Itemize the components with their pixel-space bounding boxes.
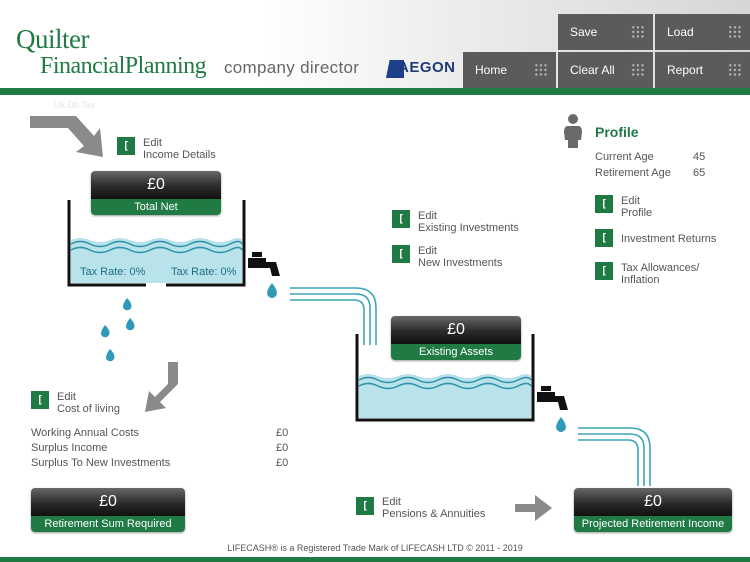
tap-icon xyxy=(537,386,568,410)
tap-icon xyxy=(248,252,280,276)
edit-income-button[interactable]: [ ] xyxy=(117,137,135,170)
home-button[interactable]: Home xyxy=(463,52,556,88)
edit-cost-of-living-button[interactable]: [ ] xyxy=(31,391,49,424)
income-arrow-icon xyxy=(30,116,103,157)
total-net-value: £0 xyxy=(91,171,221,199)
retirement-age-label: Retirement Age xyxy=(595,167,671,179)
investment-returns-label[interactable]: Investment Returns xyxy=(621,233,717,245)
client-role-label: company director xyxy=(224,58,360,77)
logo-quilter-text: Quilter xyxy=(16,24,89,54)
report-button[interactable]: Report xyxy=(655,52,750,88)
edit-existing-investments-label[interactable]: Edit Existing Investments xyxy=(418,210,519,234)
retirement-sum-value: £0 xyxy=(31,488,185,516)
projected-retirement-income-label: Projected Retirement Income xyxy=(574,516,732,532)
logo-financial-planning-text: FinancialPlanning xyxy=(40,53,207,79)
tax-rate-right: Tax Rate: 0% xyxy=(171,266,237,278)
current-age-value: 45 xyxy=(693,151,706,163)
cashflow-diagram xyxy=(30,114,651,521)
water-drop-icon xyxy=(556,417,566,432)
profile-title: Profile xyxy=(595,124,639,140)
water-drop-icon xyxy=(267,283,277,298)
projected-retirement-income-box: £0 Projected Retirement Income xyxy=(574,488,732,532)
load-button[interactable]: Load xyxy=(655,14,750,50)
person-icon xyxy=(564,114,582,148)
water-drop-icon xyxy=(101,325,110,338)
aegon-logo-text: AEGON xyxy=(398,59,456,76)
existing-assets-value: £0 xyxy=(391,316,521,344)
report-button-label: Report xyxy=(667,63,704,77)
edit-pensions-button[interactable]: [ ] xyxy=(356,497,374,530)
current-age-label: Current Age xyxy=(595,151,654,163)
load-button-label: Load xyxy=(667,25,694,39)
edit-income-label[interactable]: Edit Income Details xyxy=(143,137,216,161)
aegon-mark-icon xyxy=(386,60,404,78)
edit-existing-investments-button[interactable]: [ ] xyxy=(392,210,410,243)
edit-new-investments-label[interactable]: Edit New Investments xyxy=(418,245,503,269)
pension-arrow-icon xyxy=(515,495,552,521)
existing-assets-box: £0 Existing Assets xyxy=(391,316,521,360)
grip-dots-icon xyxy=(534,63,548,77)
grip-dots-icon xyxy=(728,63,742,77)
edit-pensions-label[interactable]: Edit Pensions & Annuities xyxy=(382,496,486,520)
edit-cost-of-living-label[interactable]: Edit Cost of living xyxy=(57,391,120,415)
existing-assets-label: Existing Assets xyxy=(391,344,521,360)
tax-rate-left: Tax Rate: 0% xyxy=(80,266,146,278)
pipe-to-projected-income xyxy=(578,427,651,486)
surplus-income-value: £0 xyxy=(276,442,289,454)
cost-arrow-icon xyxy=(145,362,178,412)
edit-new-investments-button[interactable]: [ ] xyxy=(392,245,410,278)
working-annual-costs-label: Working Annual Costs xyxy=(31,427,140,439)
footer-divider xyxy=(0,557,750,562)
assets-tank-outline xyxy=(355,334,535,422)
surplus-to-new-investments-value: £0 xyxy=(276,457,289,469)
water-drop-icon xyxy=(126,318,135,331)
clear-all-button[interactable]: Clear All xyxy=(558,52,653,88)
header-divider xyxy=(0,88,750,95)
working-annual-costs-value: £0 xyxy=(276,427,289,439)
water-drop-icon xyxy=(106,349,115,362)
tax-allowances-label[interactable]: Tax Allowances/ Inflation xyxy=(621,262,700,286)
pipe-to-existing-assets xyxy=(290,287,377,345)
app-header: Quilter FinancialPlanning company direct… xyxy=(0,0,750,88)
investment-returns-button[interactable]: [ ] xyxy=(595,229,613,262)
aegon-logo: AEGON xyxy=(386,58,455,80)
water-drop-icon xyxy=(123,298,132,311)
save-button-label: Save xyxy=(570,25,598,39)
projected-retirement-income-value: £0 xyxy=(574,488,732,516)
grip-dots-icon xyxy=(631,63,645,77)
retirement-sum-box: £0 Retirement Sum Required xyxy=(31,488,185,532)
edit-profile-button[interactable]: [ ] xyxy=(595,195,613,228)
income-tank-water xyxy=(71,238,242,283)
save-button[interactable]: Save xyxy=(558,14,653,50)
home-button-label: Home xyxy=(475,63,508,77)
clear-all-button-label: Clear All xyxy=(570,63,615,77)
grip-dots-icon xyxy=(631,25,645,39)
assets-tank-water xyxy=(359,374,531,418)
retirement-sum-label: Retirement Sum Required xyxy=(31,516,185,532)
retirement-age-value: 65 xyxy=(693,167,706,179)
footer-copyright: LIFECASH® is a Registered Trade Mark of … xyxy=(227,543,523,553)
tax-allowances-button[interactable]: [ ] xyxy=(595,262,613,295)
edit-profile-label[interactable]: Edit Profile xyxy=(621,195,653,219)
surplus-income-label: Surplus Income xyxy=(31,442,108,454)
income-tank-outline xyxy=(67,200,146,287)
total-net-box: £0 Total Net xyxy=(91,171,221,215)
grip-dots-icon xyxy=(728,25,742,39)
total-net-label: Total Net xyxy=(91,199,221,215)
ghost-watermark-text: Uk Db Tax xyxy=(54,100,96,110)
surplus-to-new-investments-label: Surplus To New Investments xyxy=(31,457,171,469)
